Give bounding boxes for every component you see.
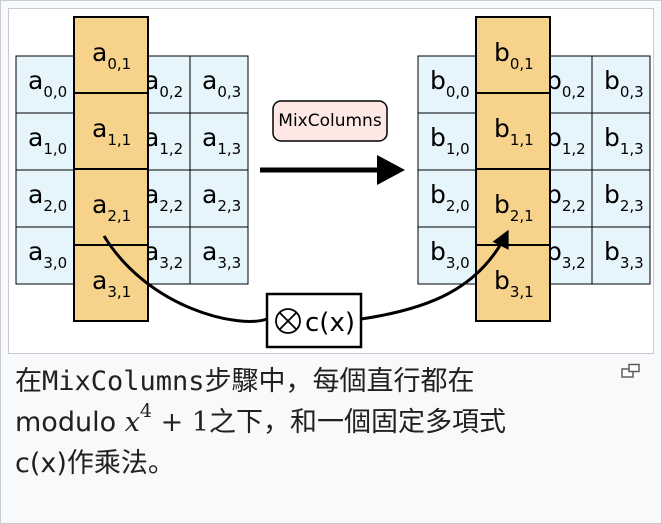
curve-arrow-return [360, 229, 509, 321]
caption-text-3: 之下，和一個固定多項式 [209, 407, 506, 438]
matrix-a-cell [15, 226, 75, 285]
mixcolumns-label-box [272, 100, 388, 142]
matrix-b-column-cell [475, 168, 551, 246]
matrix-a-cell [15, 55, 75, 114]
matrix-b-cell [591, 169, 651, 228]
matrix-a-cell [189, 55, 249, 114]
caption-text-4: c(x)作乘法。 [15, 448, 175, 479]
matrix-a-cell [189, 226, 249, 285]
matrix-b-cell-label: b3,3 [604, 237, 644, 272]
matrix-a-cell [189, 112, 249, 171]
otimes-icon [275, 308, 301, 334]
caption-math-var: x [124, 407, 140, 438]
matrix-a-cell [15, 169, 75, 228]
magnify-icon[interactable] [621, 363, 641, 379]
caption-text-1: 在 [15, 366, 42, 397]
matrix-b-column-cell [475, 244, 551, 322]
mixcolumns-label: MixColumns [278, 111, 382, 131]
matrix-b-column-cell [475, 92, 551, 170]
curve-arrow [102, 235, 268, 323]
caption-math-exp: 4 [139, 400, 153, 422]
matrix-b-cell [417, 169, 477, 228]
caption-text-2: 步驟中，每個直行都在 [204, 366, 475, 397]
matrix-b-cell [591, 55, 651, 114]
figure-caption: 在MixColumns步驟中，每個直行都在 modulo x4 + 1之下，和一個… [15, 361, 615, 484]
caption-modulo: modulo [15, 407, 117, 438]
matrix-a-column-cell [73, 16, 149, 94]
multiplier-box [265, 292, 363, 349]
matrix-b-cell [417, 112, 477, 171]
matrix-a-column-cell [73, 92, 149, 170]
matrix-a-cell [189, 169, 249, 228]
multiplier-label: c(x) [305, 308, 355, 338]
matrix-b-cell [591, 112, 651, 171]
main-arrow-head [377, 155, 405, 185]
matrix-b-cell [417, 55, 477, 114]
matrix-a-column-cell [73, 168, 149, 246]
matrix-b-cell [591, 226, 651, 285]
caption-math-rest: + 1 [160, 407, 209, 438]
caption-code: MixColumns [42, 366, 205, 397]
